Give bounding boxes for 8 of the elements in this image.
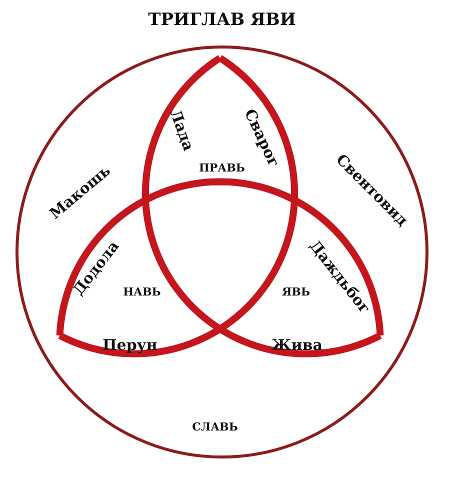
- deity-name: Перун: [102, 336, 158, 354]
- deity-name: Лада: [166, 106, 198, 154]
- diagram-title: ТРИГЛАВ ЯВИ: [148, 10, 296, 30]
- realm-label: ПРАВЬ: [199, 162, 245, 174]
- realm-label: СЛАВЬ: [192, 420, 238, 434]
- realm-label: НАВЬ: [123, 286, 161, 298]
- deity-name: Жива: [272, 336, 322, 354]
- realm-label: ЯВЬ: [282, 286, 310, 298]
